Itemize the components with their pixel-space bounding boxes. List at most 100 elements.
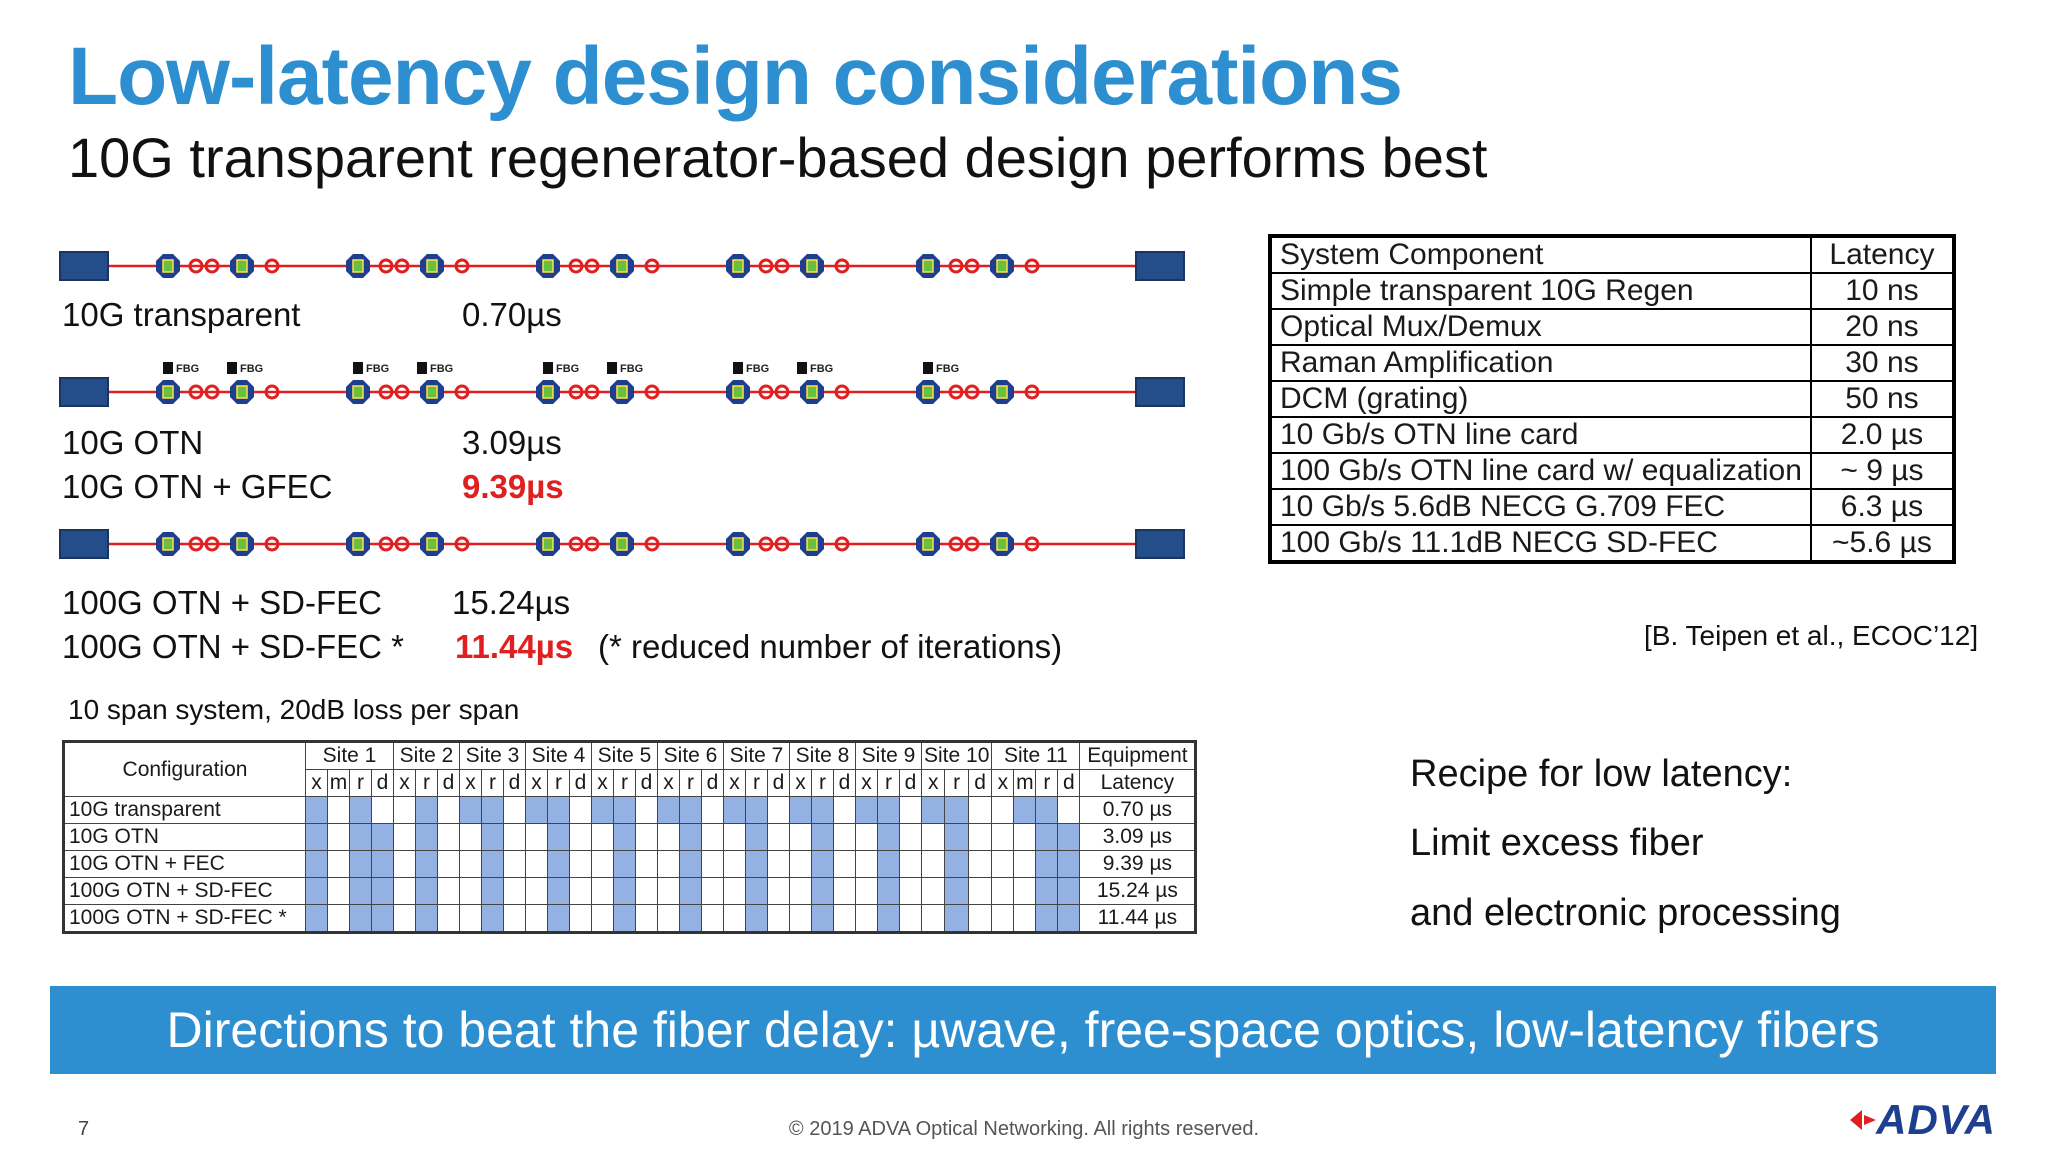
active-cell: [525, 796, 548, 824]
empty-cell: [591, 850, 614, 878]
logo-text: ADVA: [1876, 1096, 1996, 1143]
active-cell: [349, 823, 372, 851]
fiber-coil-icon: [584, 536, 600, 552]
active-cell: [1035, 823, 1059, 851]
site-sub-header-cell: r: [877, 769, 900, 797]
latency-cell: 0.70 µs: [1079, 796, 1197, 824]
empty-cell: [1013, 877, 1037, 905]
fbg-icon: [353, 362, 363, 374]
empty-cell: [569, 850, 592, 878]
table-row: 100 Gb/s 11.1dB NECG SD-FEC~5.6 µs: [1269, 524, 1955, 563]
fiber-coil-icon: [758, 384, 774, 400]
empty-cell: [723, 850, 746, 878]
latency-cell: 9.39 µs: [1079, 850, 1197, 878]
active-cell: [679, 823, 702, 851]
empty-cell: [991, 850, 1015, 878]
active-cell: [1035, 796, 1059, 824]
fbg-label: FBG: [430, 363, 453, 375]
fiber-coil-icon: [394, 258, 410, 274]
active-cell: [811, 796, 834, 824]
table-header-cell: Configuration: [63, 741, 306, 797]
active-cell: [1035, 877, 1059, 905]
fiber-coil-icon: [188, 384, 204, 400]
empty-cell: [525, 850, 548, 878]
empty-cell: [833, 877, 856, 905]
empty-cell: [591, 904, 614, 933]
fiber-coil-icon: [454, 536, 470, 552]
empty-cell: [635, 850, 658, 878]
fiber-coil-icon: [204, 536, 220, 552]
active-cell: [371, 850, 394, 878]
active-cell: [811, 823, 834, 851]
table-header-cell: Latency: [1809, 235, 1955, 274]
active-cell: [415, 850, 438, 878]
empty-cell: [967, 796, 993, 824]
table-cell: 2.0 µs: [1809, 416, 1955, 454]
empty-cell: [991, 796, 1015, 824]
config-name-cell: 10G OTN: [63, 823, 306, 851]
empty-cell: [991, 904, 1015, 933]
fiber-coil-icon: [774, 536, 790, 552]
empty-cell: [967, 904, 993, 933]
active-cell: [679, 850, 702, 878]
empty-cell: [657, 823, 680, 851]
site-sub-header-cell: d: [569, 769, 592, 797]
active-cell: [547, 904, 570, 933]
site-sub-header-cell: r: [349, 769, 372, 797]
empty-cell: [393, 796, 416, 824]
empty-cell: [591, 823, 614, 851]
active-cell: [371, 877, 394, 905]
empty-cell: [393, 823, 416, 851]
active-cell: [1013, 796, 1037, 824]
empty-cell: [503, 877, 526, 905]
active-cell: [877, 877, 900, 905]
fbg-label: FBG: [936, 363, 959, 375]
empty-cell: [789, 904, 812, 933]
config-label: 100G OTN + SD-FEC: [62, 584, 382, 621]
active-cell: [679, 877, 702, 905]
banner: Directions to beat the fiber delay: µwav…: [50, 986, 1996, 1074]
slide-number: 7: [78, 1118, 90, 1140]
empty-cell: [767, 823, 790, 851]
terminal-icon: [1135, 377, 1185, 407]
copyright: © 2019 ADVA Optical Networking. All righ…: [788, 1118, 1260, 1140]
site-sub-header-cell: d: [635, 769, 658, 797]
empty-cell: [437, 823, 460, 851]
config-note: (* reduced number of iterations): [598, 628, 1063, 665]
active-cell: [877, 850, 900, 878]
table-row: 100G OTN + SD-FEC *11.44 µs: [63, 904, 1197, 933]
site-sub-header-cell: r: [547, 769, 570, 797]
empty-cell: [789, 850, 812, 878]
table-header-cell: Equipment: [1079, 741, 1197, 770]
active-cell: [591, 796, 614, 824]
empty-cell: [920, 877, 946, 905]
empty-cell: [701, 796, 724, 824]
empty-cell: [393, 850, 416, 878]
empty-cell: [920, 850, 946, 878]
fbg-label: FBG: [176, 363, 199, 375]
fbg-label: FBG: [620, 363, 643, 375]
config-label: 10G OTN + GFEC: [62, 468, 333, 505]
empty-cell: [991, 877, 1015, 905]
config-label: 10G OTN: [62, 424, 204, 461]
site-header-cell: Site 7: [723, 741, 790, 770]
active-cell: [944, 823, 969, 851]
fiber-coil-icon: [964, 536, 980, 552]
fiber-coil-icon: [394, 536, 410, 552]
site-sub-header-cell: d: [701, 769, 724, 797]
table-cell: 50 ns: [1809, 380, 1955, 418]
empty-cell: [569, 877, 592, 905]
fbg-icon: [543, 362, 553, 374]
latency-cell: 3.09 µs: [1079, 823, 1197, 851]
site-header-cell: Site 11: [991, 741, 1081, 770]
site-sub-header-cell: m: [1013, 769, 1037, 797]
site-header-cell: Site 10: [920, 741, 993, 770]
empty-cell: [503, 796, 526, 824]
active-cell: [657, 796, 680, 824]
active-cell: [1057, 823, 1081, 851]
empty-cell: [855, 904, 878, 933]
terminal-icon: [1135, 251, 1185, 281]
